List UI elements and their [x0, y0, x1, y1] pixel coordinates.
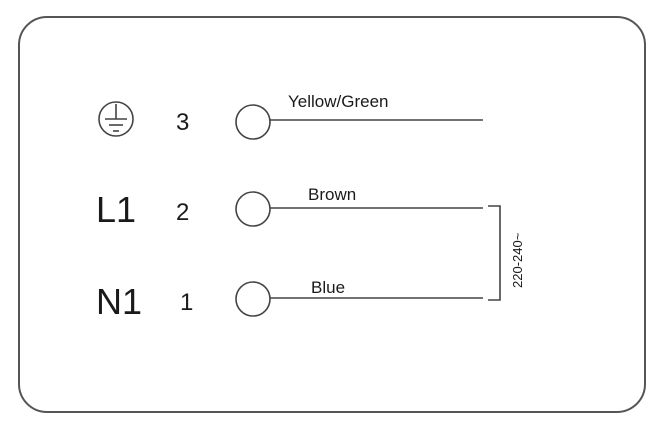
terminal-row-earth: 3 Yellow/Green	[98, 92, 483, 140]
supply-bracket	[488, 205, 501, 301]
wire-label: Yellow/Green	[288, 92, 389, 111]
terminal-number: 1	[180, 289, 193, 316]
terminal-screw	[235, 104, 271, 140]
terminal-number: 3	[176, 109, 189, 136]
terminal-symbol: L1	[96, 189, 136, 230]
terminal-symbol: N1	[96, 281, 142, 322]
diagram-frame	[18, 16, 646, 413]
supply-voltage-label: 220-240~	[510, 232, 525, 288]
terminal-row-n1: N1 1 Blue	[96, 278, 483, 322]
terminal-screw	[235, 191, 271, 227]
terminal-row-l1: L1 2 Brown	[96, 185, 483, 230]
terminal-number: 2	[176, 199, 189, 226]
wire-label: Brown	[308, 185, 356, 204]
wire-label: Blue	[311, 278, 345, 297]
earth-ground-icon	[98, 101, 134, 137]
terminal-screw	[235, 281, 271, 317]
